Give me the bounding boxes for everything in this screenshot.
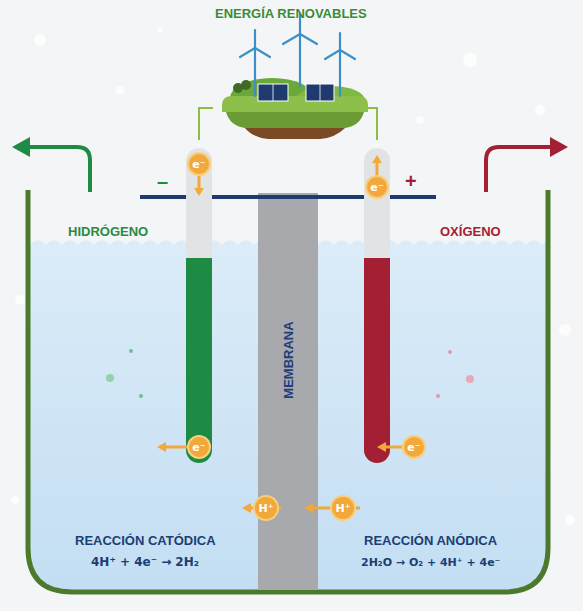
arrowhead (12, 137, 30, 157)
anode-immersed (364, 258, 390, 278)
electron-label: e⁻ (407, 442, 420, 453)
tank-outline (28, 190, 548, 592)
renewable-island (222, 14, 368, 139)
oxygen-arrow (486, 147, 552, 192)
hydrogen-arrow (28, 147, 90, 192)
electron-label: e⁻ (370, 182, 383, 193)
electron: e⁻ (404, 437, 424, 457)
gas-label: OXÍGENO (440, 225, 501, 240)
membrane-label: MEMBRANA (281, 321, 296, 398)
reaction-equation: 2H₂O → O₂ + 4H⁺ + 4e⁻ (361, 557, 500, 570)
polarity-sign: – (157, 170, 168, 193)
electron-label: e⁻ (192, 442, 205, 453)
anode (364, 148, 390, 463)
electron-label: e⁻ (192, 159, 205, 170)
wire (199, 108, 213, 140)
electron: e⁻ (189, 154, 209, 174)
title: ENERGÍA RENOVABLES (215, 7, 367, 22)
membrane-band (258, 193, 318, 590)
proton-label: H⁺ (258, 503, 273, 514)
cathode-immersed (186, 258, 212, 463)
membrane: MEMBRANA (258, 193, 318, 590)
electron: e⁻ (189, 437, 209, 457)
cathode-immersed (186, 258, 212, 278)
electron: e⁻ (367, 177, 387, 197)
cathode (186, 148, 212, 463)
wire (363, 108, 377, 140)
reaction-title: REACCIÓN CATÓDICA (75, 534, 216, 549)
electrode-bar (140, 195, 436, 199)
anode-immersed (364, 258, 390, 463)
reaction-equation: 4H⁺ + 4e⁻ → 2H₂ (91, 556, 199, 570)
reaction-title: REACCIÓN ANÓDICA (364, 534, 497, 549)
proton: H⁺ (255, 497, 277, 519)
flow-arrows (164, 162, 404, 508)
flow-arrowheads (157, 155, 386, 513)
proton-label: H⁺ (335, 503, 350, 514)
gas-label: HIDRÓGENO (68, 225, 148, 240)
proton: H⁺ (332, 497, 354, 519)
arrowhead (550, 137, 568, 157)
polarity-sign: + (405, 170, 417, 193)
